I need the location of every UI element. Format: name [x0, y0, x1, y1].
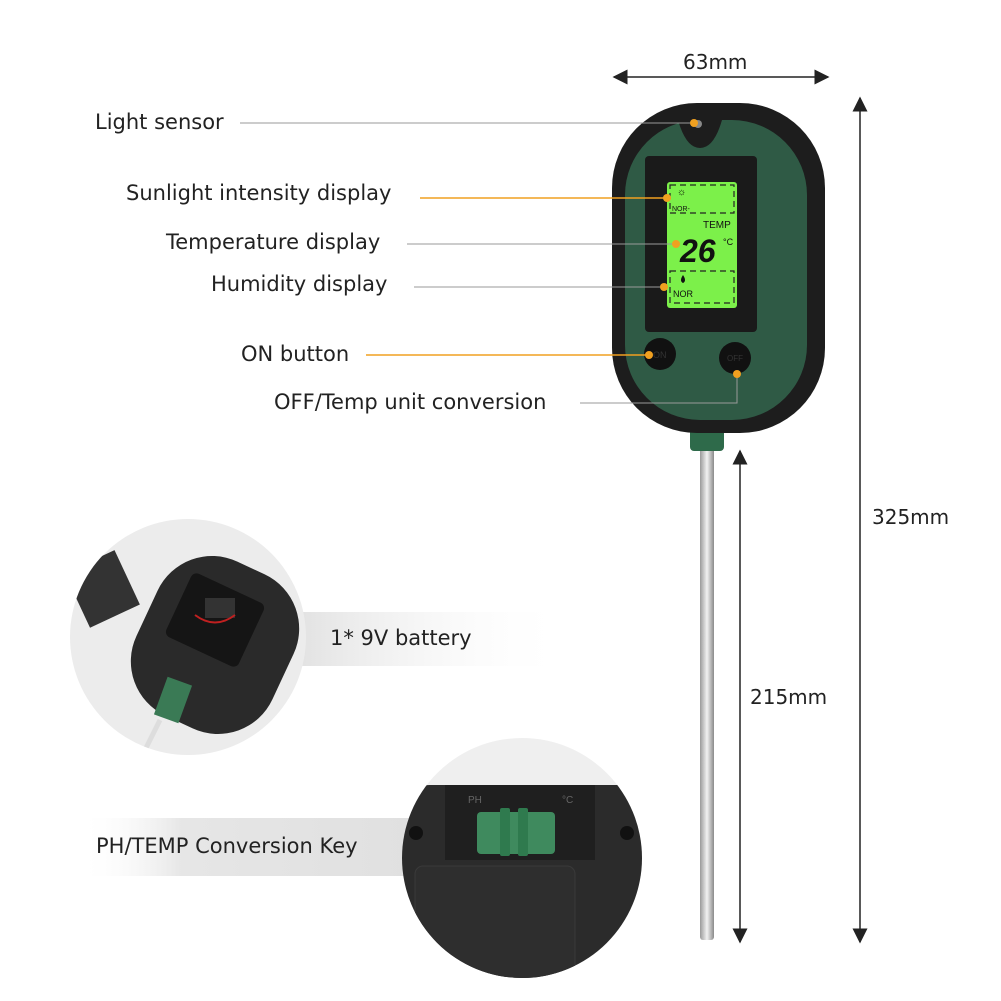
dimension-arrows	[612, 69, 868, 944]
on-button-label: ON	[653, 350, 667, 360]
off-button-label: OFF	[727, 354, 743, 363]
water-drop-icon	[681, 275, 685, 283]
conversion-key-label: PH/TEMP Conversion Key	[96, 834, 358, 858]
key-celsius-label: °C	[562, 795, 573, 806]
probe-rod	[700, 445, 714, 940]
callout-temperature-display: Temperature display	[166, 230, 381, 254]
lcd-temp-value: 26	[679, 233, 716, 269]
lcd-sun-label: NOR-	[672, 206, 691, 213]
on-button	[644, 338, 676, 370]
callout-humidity-display: Humidity display	[211, 272, 388, 296]
battery-label: 1* 9V battery	[330, 626, 472, 650]
battery-inset	[70, 519, 306, 755]
callout-on-button: ON button	[241, 342, 350, 366]
lcd-temp-label: TEMP	[703, 220, 731, 231]
sun-icon: ☼	[677, 187, 686, 198]
callout-light-sensor: Light sensor	[95, 110, 224, 134]
conversion-key-inset: PH °C	[402, 738, 642, 978]
dimension-total-length: 325mm	[872, 505, 950, 529]
leader-lines	[240, 119, 741, 404]
callout-off-button: OFF/Temp unit conversion	[274, 390, 547, 414]
off-button	[719, 342, 751, 374]
lcd-humidity-label: NOR	[673, 289, 694, 299]
key-ph-label: PH	[468, 795, 482, 806]
dimension-probe-length: 215mm	[750, 685, 828, 709]
battery-band	[290, 612, 570, 666]
dimension-width: 63mm	[683, 50, 748, 74]
key-band	[80, 818, 420, 876]
callout-sunlight-display: Sunlight intensity display	[126, 181, 392, 205]
lcd-temp-unit: °C	[723, 237, 734, 247]
device-body: ☼ ON OFF	[612, 103, 825, 433]
